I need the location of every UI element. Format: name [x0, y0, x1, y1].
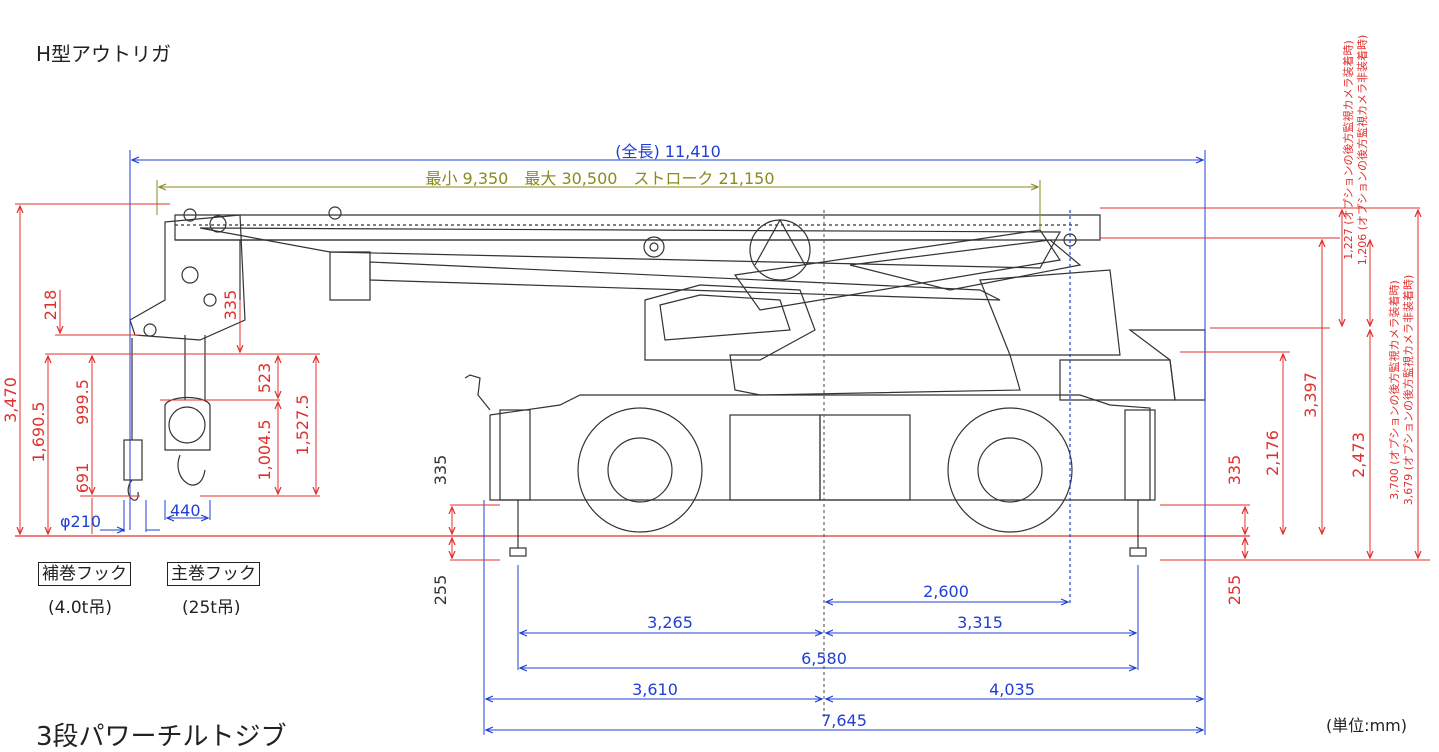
rear-wheel [947, 407, 1073, 533]
dimension-arrows [20, 160, 1418, 730]
dim-335-right: 335 [1225, 455, 1244, 486]
dim-2600: 2,600 [923, 582, 969, 601]
dim-523: 523 [255, 363, 274, 394]
dim-255-left: 255 [431, 575, 450, 606]
dim-4035: 4,035 [989, 680, 1035, 699]
main-hook [164, 335, 211, 486]
counterweight [979, 269, 1121, 356]
aux-hook-capacity: (4.0t吊) [48, 598, 112, 618]
extension-lines [15, 150, 1430, 735]
dim-3397: 3,397 [1301, 372, 1320, 418]
lift-cylinder [733, 229, 1062, 311]
cab [644, 218, 816, 361]
dim-335-top: 335 [221, 290, 240, 321]
boom [174, 206, 1101, 301]
dim-999-5: 999.5 [73, 379, 92, 425]
dim-overall-length: (全長) 11,410 [615, 142, 721, 161]
dim-1690-5: 1,690.5 [29, 401, 48, 462]
dim-255-right: 255 [1225, 575, 1244, 606]
mirror [464, 374, 491, 411]
dim-3470: 3,470 [1, 377, 20, 423]
dim-1227: 1,227 (オプションの後方監視カメラ装着時) [1341, 40, 1355, 260]
front-outrigger [499, 409, 531, 557]
dim-7645: 7,645 [821, 711, 867, 730]
dim-440: 440 [170, 501, 201, 520]
dim-335-left: 335 [431, 455, 450, 486]
unit-label: (単位:mm) [1325, 716, 1407, 735]
dim-3315: 3,315 [957, 613, 1003, 632]
aux-hook [123, 338, 143, 501]
aux-hook-label: 補巻フック [38, 562, 131, 586]
dim-6580: 6,580 [801, 649, 847, 668]
section-heading: 3段パワーチルトジブ [36, 722, 287, 752]
carrier [489, 329, 1206, 501]
dimension-labels: (全長) 11,410 最小 9,350 最大 30,500 ストローク 21,… [1, 35, 1415, 730]
dim-218: 218 [41, 290, 60, 321]
rear-outrigger [1124, 409, 1156, 557]
dim-2176: 2,176 [1263, 430, 1282, 476]
dim-boom-stroke: 最小 9,350 最大 30,500 ストローク 21,150 [425, 169, 774, 188]
dim-1004-5: 1,004.5 [255, 419, 274, 480]
dim-3679: 3,679 (オプションの後方監視カメラ非装着時) [1401, 275, 1415, 506]
page-title: H型アウトリガ [36, 42, 172, 66]
crane-illustration [15, 206, 1250, 720]
main-hook-label: 主巻フック [167, 562, 260, 586]
dim-3700: 3,700 (オプションの後方監視カメラ装着時) [1387, 280, 1401, 500]
main-hook-capacity: (25t吊) [182, 598, 241, 618]
dim-3610: 3,610 [632, 680, 678, 699]
dim-1527-5: 1,527.5 [293, 394, 312, 455]
dim-phi210: φ210 [60, 512, 101, 531]
front-wheel [577, 407, 703, 533]
dim-1206: 1,206 (オプションの後方監視カメラ非装着時) [1355, 35, 1369, 266]
turntable [729, 354, 1021, 396]
boom-head [129, 208, 246, 341]
dim-691: 691 [73, 463, 92, 494]
dim-3265: 3,265 [647, 613, 693, 632]
dim-2473: 2,473 [1349, 432, 1368, 478]
